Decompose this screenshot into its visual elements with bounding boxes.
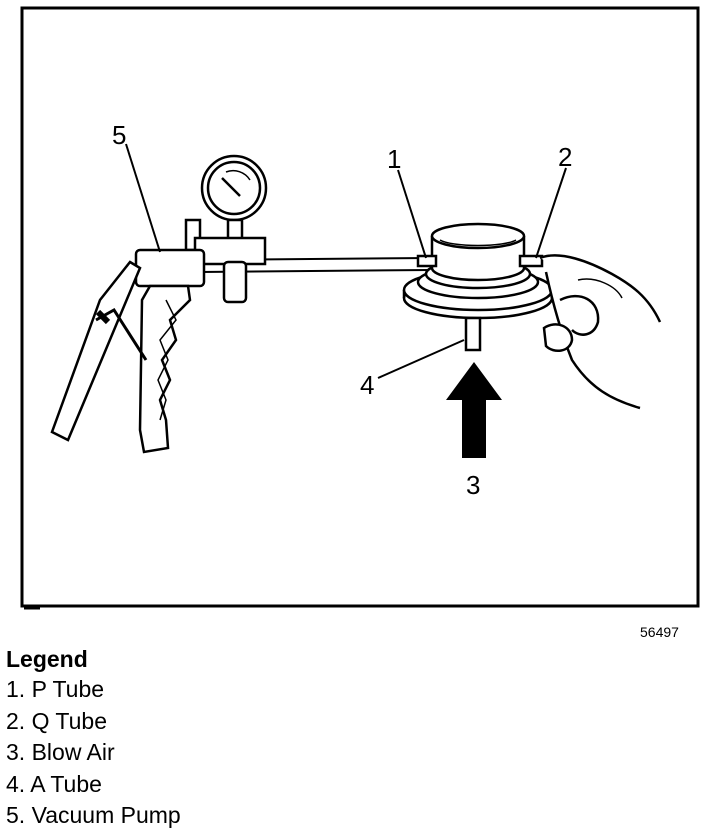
legend-item-q-tube: 2. Q Tube <box>6 707 108 734</box>
figure-frame <box>20 6 700 608</box>
legend-item-blow-air: 3. Blow Air <box>6 739 115 765</box>
callout-3: 3 <box>466 470 480 500</box>
legend: Legend 1. P Tube 2. Q Tube 3. Blow Air 4… <box>6 644 181 832</box>
vacuum-pump <box>50 154 268 454</box>
callout-2: 2 <box>558 142 572 172</box>
diagram-figure: 5 1 2 4 3 <box>20 6 700 610</box>
legend-item-a-tube: 4. A Tube <box>6 770 102 797</box>
legend-item-p-tube: 1. P Tube <box>6 676 105 702</box>
callout-1: 1 <box>387 144 401 174</box>
blow-air-arrow <box>446 362 502 458</box>
hand <box>539 254 662 410</box>
figure-number: 56497 <box>640 624 679 640</box>
diaphragm-unit <box>402 222 554 352</box>
callout-5: 5 <box>112 120 126 150</box>
leader-lines <box>125 143 567 379</box>
callout-4: 4 <box>360 370 374 400</box>
legend-item-vacuum-pump: 5. Vacuum Pump <box>6 802 181 828</box>
legend-title: Legend <box>6 646 88 672</box>
